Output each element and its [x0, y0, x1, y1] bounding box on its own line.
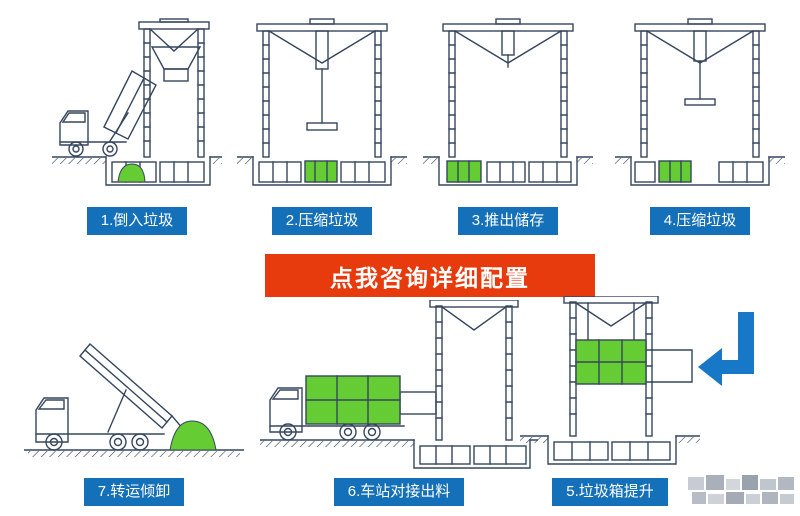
- step-2-compress-garbage: 2.压缩垃圾: [236, 6, 408, 235]
- step-7-transfer-dump: 7.转运倾卸: [24, 304, 244, 506]
- step-4-compress-garbage: 4.压缩垃圾: [612, 6, 788, 235]
- step-4-label: 4.压缩垃圾: [649, 207, 751, 235]
- process-flow-arrow: [698, 312, 760, 393]
- step-6-station-docking-discharge: 6.车站对接出料: [260, 300, 538, 506]
- step-3-push-to-storage: 3.推出储存: [422, 6, 594, 235]
- compression-station-illustration: [237, 18, 407, 186]
- consult-banner-button[interactable]: 点我咨询详细配置: [265, 254, 595, 297]
- left-bent-arrow-icon: [698, 312, 754, 386]
- step-6-label: 6.车站对接出料: [333, 478, 465, 506]
- bin-lifting-station-illustration: [520, 296, 700, 465]
- truck-docking-station-illustration: [260, 300, 538, 469]
- push-out-storage-illustration: [423, 18, 593, 186]
- second-compression-illustration: [615, 18, 785, 186]
- step-1-dump-garbage: 1.倒入垃圾: [48, 6, 226, 235]
- step-7-label: 7.转运倾卸: [83, 478, 185, 506]
- step-1-label: 1.倒入垃圾: [86, 207, 188, 235]
- step-2-label: 2.压缩垃圾: [271, 207, 373, 235]
- dump-truck-unloading-illustration: [52, 18, 222, 186]
- watermark-mosaic: [688, 475, 794, 504]
- step-5-label: 5.垃圾箱提升: [552, 478, 668, 506]
- step-3-label: 3.推出储存: [457, 207, 559, 235]
- transfer-truck-dumping-illustration: [24, 343, 244, 457]
- pixelated-watermark-logo: [686, 473, 798, 514]
- step-5-bin-lifting: 5.垃圾箱提升: [520, 296, 700, 506]
